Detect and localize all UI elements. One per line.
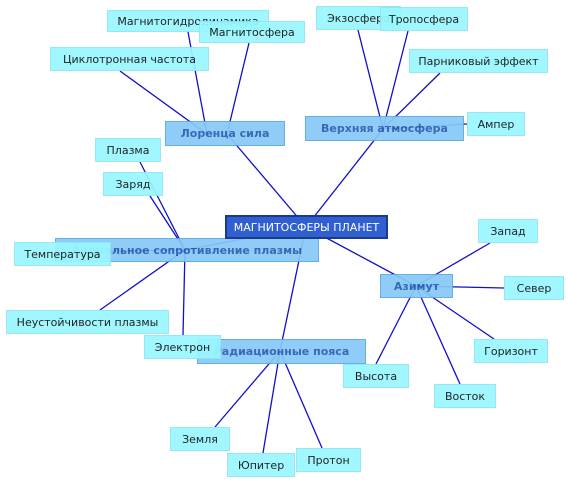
node-plasma[interactable]: Плазма [95,138,161,162]
connector-line-1 [226,133,307,228]
connector-line-25 [279,350,323,449]
connector-line-22 [375,285,417,365]
node-proton[interactable]: Протон [296,448,361,472]
node-plasma-instabilities[interactable]: Неустойчивости плазмы [6,310,169,334]
connector-line-21 [415,285,461,385]
node-horizon[interactable]: Горизонт [474,339,548,363]
connector-line-24 [262,350,281,454]
node-ampere[interactable]: Ампер [467,112,525,136]
node-charge[interactable]: Заряд [103,172,163,196]
node-radiation-belts[interactable]: Радиационные пояса [197,339,366,364]
node-west[interactable]: Запад [478,219,538,243]
node-magnetosphere[interactable]: Магнитосфера [199,21,305,43]
node-upper-atmosphere[interactable]: Верхняя атмосфера [305,116,464,141]
connector-line-7 [226,42,250,135]
node-troposphere[interactable]: Тропосфера [380,7,468,31]
node-azimuth[interactable]: Азимут [380,274,453,298]
node-lorentz-force[interactable]: Лоренца сила [165,121,285,146]
node-greenhouse-effect[interactable]: Парниковый эффект [409,49,548,73]
node-cyclotron-frequency[interactable]: Циклотронная частота [50,47,209,71]
connector-line-2 [305,128,384,228]
node-planet-magnetospheres[interactable]: МАГНИТОСФЕРЫ ПЛАНЕТ [225,215,388,239]
node-electron[interactable]: Электрон [144,335,221,359]
node-earth[interactable]: Земля [170,427,230,451]
node-height[interactable]: Высота [343,364,409,388]
node-temperature[interactable]: Температура [14,242,111,266]
connector-line-9 [357,29,384,130]
node-jupiter[interactable]: Юпитер [227,453,295,477]
node-north[interactable]: Север [504,276,564,300]
connector-line-10 [382,30,409,130]
node-east[interactable]: Восток [434,384,496,408]
connector-line-17 [182,249,186,336]
